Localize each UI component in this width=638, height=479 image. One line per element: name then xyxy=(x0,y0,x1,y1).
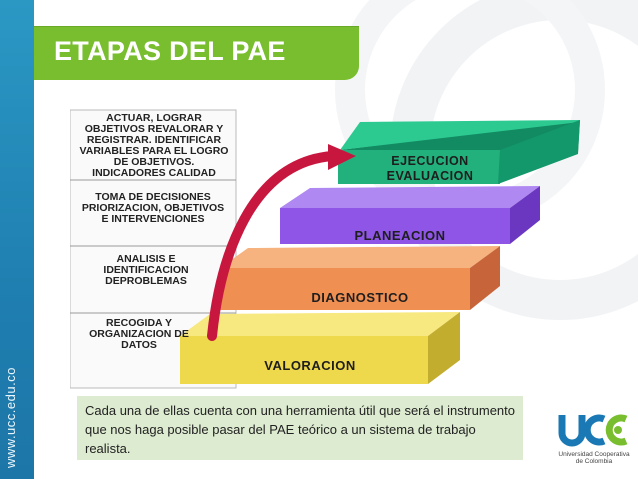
pae-stairs-diagram: ACTUAR, LOGRAR OBJETIVOS REVALORAR Y REG… xyxy=(70,108,590,390)
step-2-top xyxy=(220,246,500,268)
step-3-right xyxy=(510,186,540,244)
step-1-front xyxy=(180,336,428,384)
step-1-right xyxy=(428,312,460,384)
left-label-recogida: RECOGIDA Y ORGANIZACION DE DATOS xyxy=(89,317,189,351)
progress-arrow xyxy=(207,151,337,341)
note-box: Cada una de ellas cuenta con una herrami… xyxy=(77,396,523,460)
left-label-toma: TOMA DE DECISIONES PRIORIZACION, OBJETIV… xyxy=(81,191,225,225)
step-label-ejecucion: EJECUCION EVALUACION xyxy=(386,154,474,183)
step-label-valoracion: VALORACION xyxy=(264,358,356,373)
step-label-planeacion: PLANEACION xyxy=(354,228,446,243)
step-label-diagnostico: DIAGNOSTICO xyxy=(311,290,409,305)
university-caption: Universidad Cooperativa de Colombia xyxy=(558,451,630,465)
step-2-front xyxy=(220,268,470,310)
side-strip: www.ucc.edu.co xyxy=(0,0,34,479)
slide-title: ETAPAS DEL PAE xyxy=(54,36,286,66)
step-1-top xyxy=(180,312,460,336)
step-3-front xyxy=(280,208,510,244)
university-logo xyxy=(558,414,628,447)
left-label-analisis: ANALISIS E IDENTIFICACION DEPROBLEMAS xyxy=(103,253,189,287)
step-4-front xyxy=(338,150,500,184)
side-url: www.ucc.edu.co xyxy=(3,367,18,468)
left-label-actuar: ACTUAR, LOGRAR OBJETIVOS REVALORAR Y REG… xyxy=(79,112,229,179)
step-2-right xyxy=(470,246,500,310)
title-bar: ETAPAS DEL PAE xyxy=(34,26,359,80)
arrow-head xyxy=(328,144,356,170)
step-4-right xyxy=(498,120,580,184)
step-3-top xyxy=(280,186,540,208)
step-4-top xyxy=(340,120,580,150)
